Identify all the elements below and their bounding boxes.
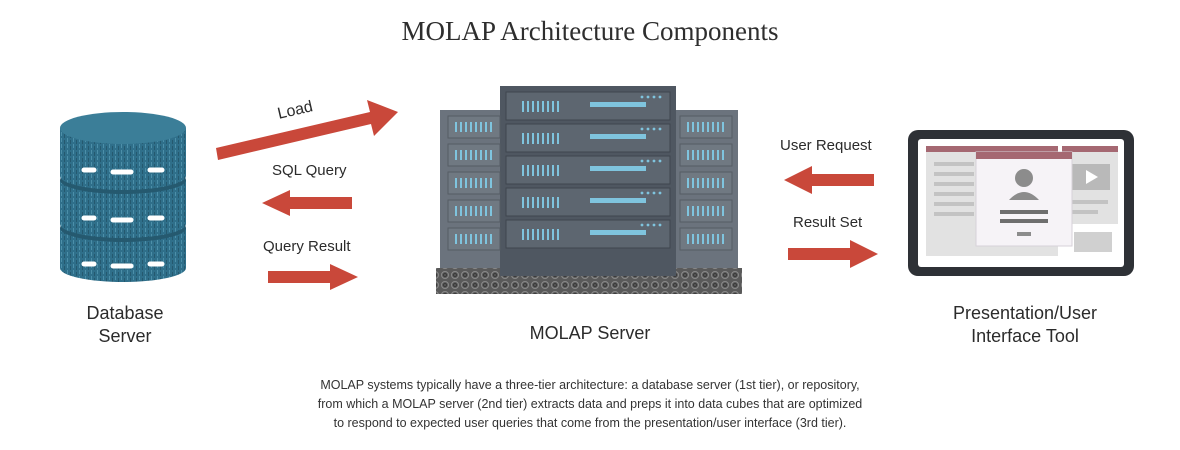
presentation-tool-label: Presentation/User Interface Tool: [930, 302, 1120, 348]
tablet-icon: [908, 130, 1134, 276]
caption-line-2: from which a MOLAP server (2nd tier) ext…: [317, 397, 863, 411]
caption: MOLAP systems typically have a three-tie…: [260, 376, 920, 433]
caption-line-3: to respond to expected user queries that…: [333, 416, 847, 430]
molap-server-label: MOLAP Server: [529, 323, 651, 343]
presentation-label-line1: Presentation/User: [952, 303, 1098, 323]
query-result-arrow: [268, 264, 358, 290]
sql-query-arrow: [262, 190, 352, 216]
database-icon: [60, 112, 186, 282]
database-label-line1: Database: [86, 303, 164, 323]
presentation-label-line2: Interface Tool: [971, 326, 1079, 346]
database-server-label: Database Server: [50, 302, 200, 348]
result-set-label: Result Set: [793, 214, 863, 231]
result-set-arrow: [788, 240, 878, 268]
sql-query-label: SQL Query: [272, 162, 347, 179]
load-arrow: [216, 100, 398, 160]
server-units: [447, 91, 733, 251]
query-result-label: Query Result: [263, 238, 351, 255]
user-request-arrow: [784, 166, 874, 194]
diagram-title: MOLAP Architecture Components: [401, 16, 779, 46]
database-label-line2: Server: [98, 326, 152, 346]
user-request-label: User Request: [780, 137, 872, 154]
caption-line-1: MOLAP systems typically have a three-tie…: [320, 378, 860, 392]
